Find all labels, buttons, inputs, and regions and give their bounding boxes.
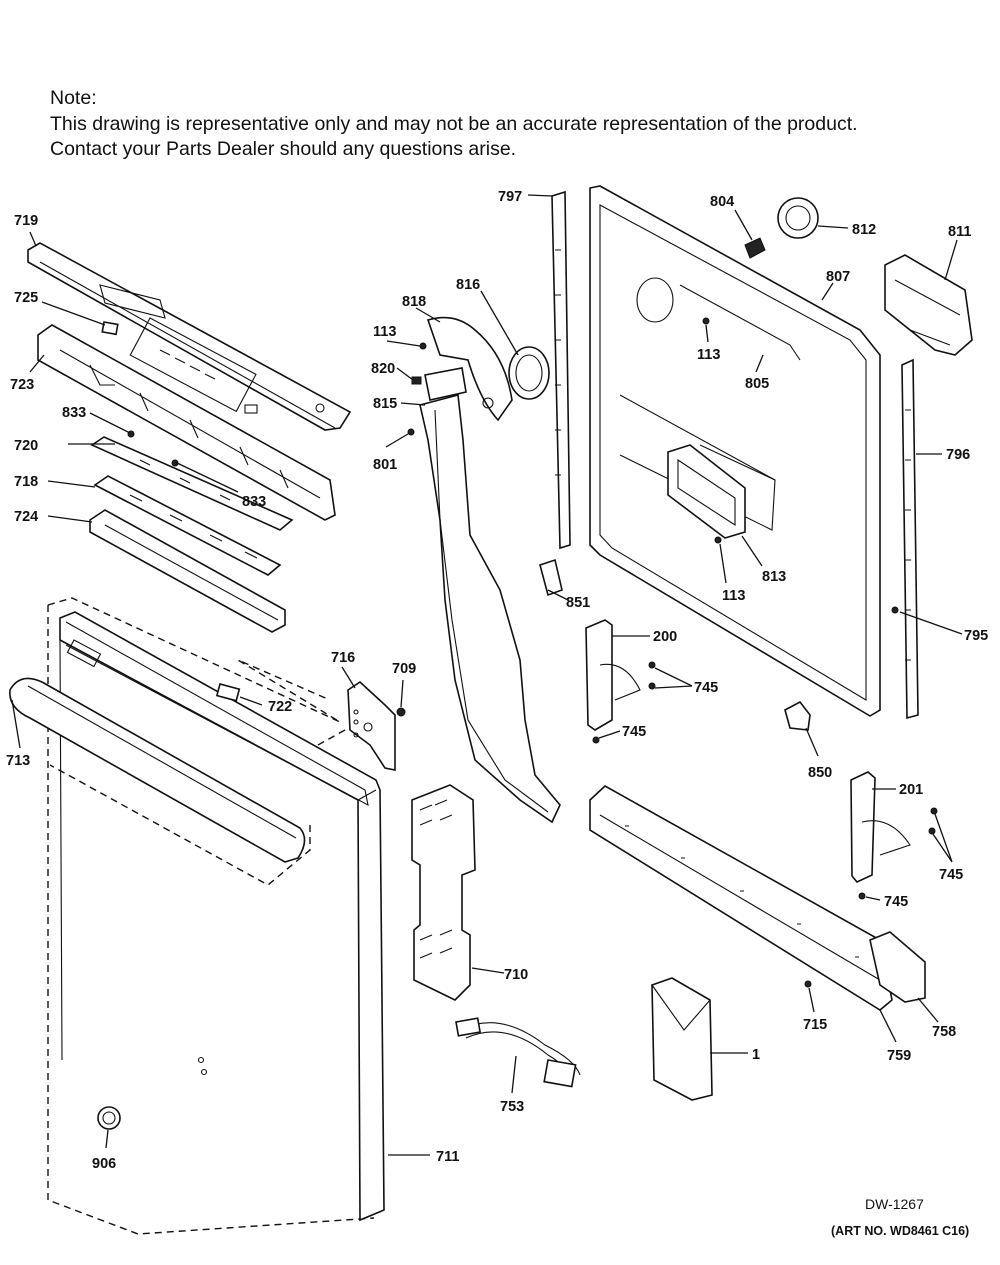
screw-709 bbox=[396, 707, 406, 717]
callout-833: 833 bbox=[242, 494, 266, 510]
insulation-710 bbox=[411, 784, 476, 1001]
callout-753: 753 bbox=[500, 1099, 524, 1115]
literature-1 bbox=[651, 977, 713, 1101]
side-rail-796 bbox=[891, 358, 919, 720]
callout-816: 816 bbox=[456, 277, 480, 293]
callout-711: 711 bbox=[436, 1149, 459, 1165]
button-725 bbox=[101, 321, 119, 336]
callout-201: 201 bbox=[899, 782, 923, 798]
callout-815: 815 bbox=[373, 396, 397, 412]
clip-850 bbox=[784, 700, 811, 731]
door-handle-713 bbox=[9, 677, 306, 863]
callout-797: 797 bbox=[498, 189, 522, 205]
callout-200: 200 bbox=[653, 629, 677, 645]
callout-811: 811 bbox=[948, 224, 971, 240]
callout-758: 758 bbox=[932, 1024, 956, 1040]
clip-851 bbox=[539, 558, 563, 597]
callout-804: 804 bbox=[710, 194, 734, 210]
drawing-note: Note: This drawing is representative onl… bbox=[50, 86, 858, 163]
callout-805: 805 bbox=[745, 376, 769, 392]
inner-door-807 bbox=[589, 185, 881, 717]
callout-710: 710 bbox=[504, 967, 528, 983]
small-parts-113-820-801 bbox=[407, 342, 427, 436]
hinge-200 bbox=[585, 619, 656, 744]
callout-724: 724 bbox=[14, 509, 38, 525]
callout-745: 745 bbox=[694, 680, 718, 696]
callout-723: 723 bbox=[10, 377, 34, 393]
callout-722: 722 bbox=[268, 699, 292, 715]
callout-833: 833 bbox=[62, 405, 86, 421]
callout-850: 850 bbox=[808, 765, 832, 781]
callout-906: 906 bbox=[92, 1156, 116, 1172]
hinge-201 bbox=[850, 771, 938, 900]
callout-795: 795 bbox=[964, 628, 988, 644]
harness-753 bbox=[455, 1017, 581, 1088]
control-board-718 bbox=[93, 475, 282, 576]
art-number: (ART NO. WD8461 C16) bbox=[831, 1224, 970, 1238]
callout-801: 801 bbox=[373, 457, 397, 473]
gasket-816 bbox=[508, 346, 550, 400]
callout-851: 851 bbox=[566, 595, 590, 611]
callout-796: 796 bbox=[946, 447, 970, 463]
note-line-1: This drawing is representative only and … bbox=[50, 112, 858, 135]
callout-113: 113 bbox=[373, 324, 396, 340]
callout-812: 812 bbox=[852, 222, 876, 238]
vent-duct-815 bbox=[419, 393, 561, 824]
insulation-758 bbox=[869, 931, 926, 1003]
control-panel-cover-719 bbox=[27, 242, 352, 431]
toe-kick-759 bbox=[589, 785, 893, 1011]
actuator-811 bbox=[884, 254, 973, 356]
callout-1: 1 bbox=[752, 1047, 760, 1063]
callout-113: 113 bbox=[722, 588, 745, 604]
user-interface-board-720 bbox=[90, 436, 294, 531]
vent-818 bbox=[424, 316, 513, 422]
drawing-number: DW-1267 bbox=[865, 1196, 924, 1212]
badge-906 bbox=[97, 1106, 121, 1130]
control-housing-723 bbox=[37, 324, 336, 521]
callout-820: 820 bbox=[371, 361, 395, 377]
callout-709: 709 bbox=[392, 661, 416, 677]
callout-720: 720 bbox=[14, 438, 38, 454]
callout-713: 713 bbox=[6, 753, 30, 769]
callout-113: 113 bbox=[697, 347, 720, 363]
callout-719: 719 bbox=[14, 213, 38, 229]
callout-745: 745 bbox=[622, 724, 646, 740]
board-housing-724 bbox=[89, 509, 286, 633]
callout-725: 725 bbox=[14, 290, 38, 306]
note-title: Note: bbox=[50, 87, 97, 109]
callout-818: 818 bbox=[402, 294, 426, 310]
callout-718: 718 bbox=[14, 474, 38, 490]
side-rail-797 bbox=[551, 190, 571, 550]
callout-716: 716 bbox=[331, 650, 355, 666]
bracket-716 bbox=[347, 680, 396, 771]
callout-807: 807 bbox=[826, 269, 850, 285]
callout-715: 715 bbox=[803, 1017, 827, 1033]
indicator-722 bbox=[215, 683, 241, 702]
leader-lines bbox=[11, 194, 963, 1156]
door-outer-panel-711 bbox=[47, 597, 385, 1235]
dispenser-parts bbox=[702, 197, 819, 544]
callout-labels: 719 725 723 833 720 833 718 724 713 722 … bbox=[6, 189, 988, 1172]
callout-813: 813 bbox=[762, 569, 786, 585]
callout-759: 759 bbox=[887, 1048, 911, 1064]
callout-745: 745 bbox=[939, 867, 963, 883]
screw-715 bbox=[804, 980, 812, 988]
note-line-2: Contact your Parts Dealer should any que… bbox=[50, 138, 517, 160]
callout-745: 745 bbox=[884, 894, 908, 910]
